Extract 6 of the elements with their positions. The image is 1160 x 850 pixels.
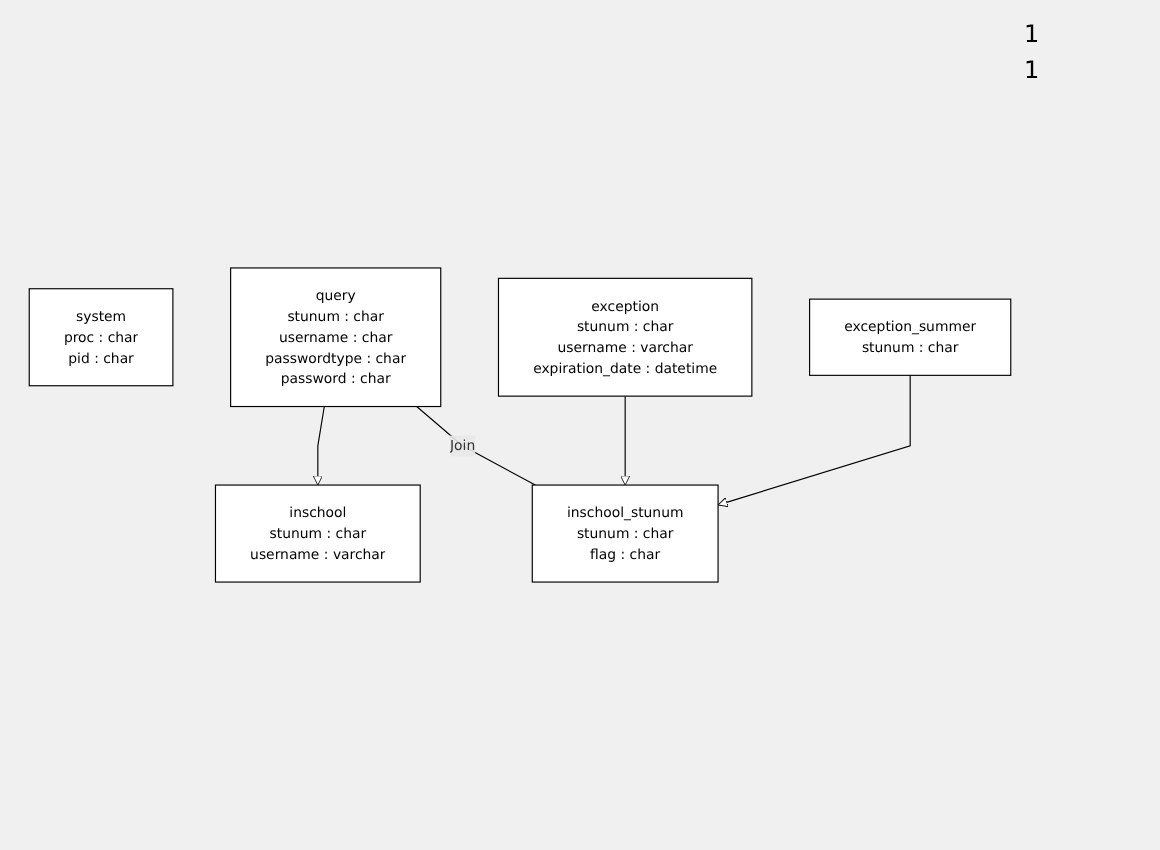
arrow — [312, 405, 325, 486]
multiplicity-label: 1 — [1024, 20, 1042, 48]
connector — [416, 405, 536, 486]
arrow — [717, 374, 911, 508]
multiplicity-label: 1 — [1024, 56, 1042, 84]
arrow — [620, 395, 631, 486]
